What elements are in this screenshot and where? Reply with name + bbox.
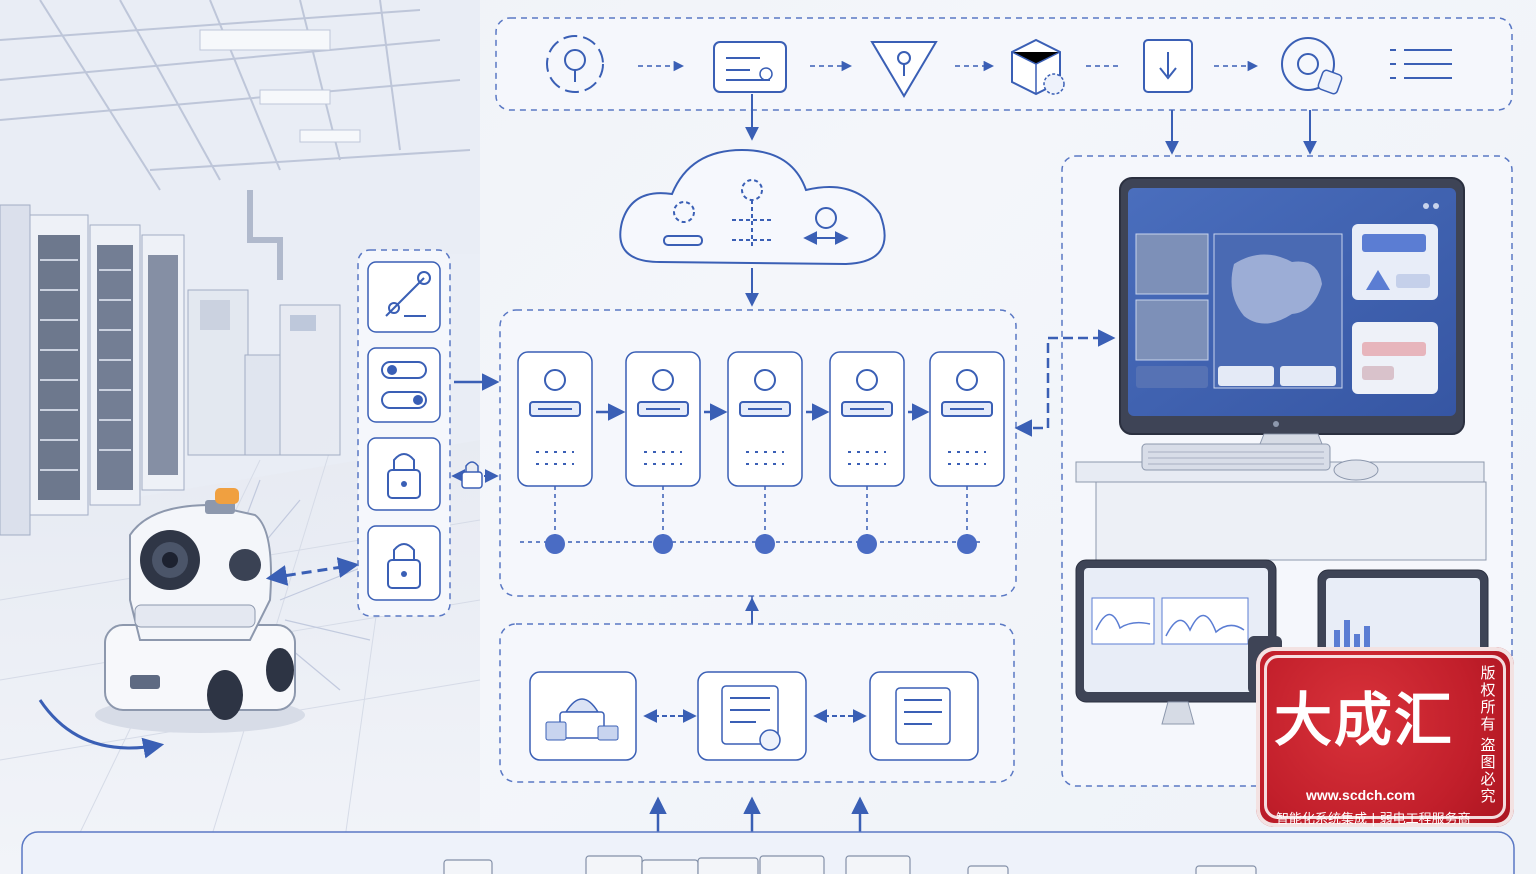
inspection-robot xyxy=(38,479,381,759)
module-network xyxy=(625,351,701,544)
server-rack xyxy=(0,204,185,536)
node-cycle xyxy=(803,207,849,245)
shield-download-icon xyxy=(870,41,938,98)
stamp-copyright-text: 版权所有 xyxy=(1480,664,1496,733)
module-clock xyxy=(517,351,593,544)
document-list-icon xyxy=(869,671,979,761)
cube-gear-icon xyxy=(1011,38,1065,96)
form-icon xyxy=(713,41,787,93)
download-box-icon xyxy=(1143,39,1193,93)
node-network xyxy=(732,179,772,246)
database-icon xyxy=(529,671,637,761)
stamp-url: www.scdch.com xyxy=(1306,787,1416,803)
connector-dot xyxy=(653,534,673,554)
monitoring-workstation xyxy=(1014,155,1513,787)
data-panel xyxy=(499,596,1015,854)
module-shield xyxy=(929,351,1005,544)
target-icon xyxy=(546,35,604,93)
connector-dot xyxy=(957,534,977,554)
security-panel xyxy=(357,249,500,617)
pen-config-icon xyxy=(367,261,441,333)
disc-check-icon xyxy=(1281,37,1343,95)
lock-icon xyxy=(367,437,441,511)
lock-icon xyxy=(367,525,441,601)
stamp-border xyxy=(1264,655,1506,819)
toggle-settings-icon xyxy=(367,347,441,423)
module-home xyxy=(829,351,905,544)
top-pipeline-panel xyxy=(495,17,1513,155)
hardware-layer xyxy=(21,831,1515,874)
document-award-icon xyxy=(697,671,807,761)
list-icon xyxy=(1390,49,1452,79)
stamp-tagline: 智能化系统集成 | 弱电工程服务商 xyxy=(1276,812,1471,827)
module-user xyxy=(727,351,803,544)
watermark-stamp: 大成汇 版权所有 盗图必究 www.scdch.com 智能化系统集成 | 弱电… xyxy=(1256,647,1514,827)
stamp-brand-text: 大成汇 xyxy=(1274,686,1455,754)
connector-dot xyxy=(857,534,877,554)
lock-small-icon xyxy=(461,461,483,489)
connector-dot xyxy=(545,534,565,554)
stamp-warning-text: 盗图必究 xyxy=(1480,736,1496,805)
cloud-platform xyxy=(619,148,886,307)
connector-dot xyxy=(755,534,775,554)
node-toggle xyxy=(663,201,703,246)
